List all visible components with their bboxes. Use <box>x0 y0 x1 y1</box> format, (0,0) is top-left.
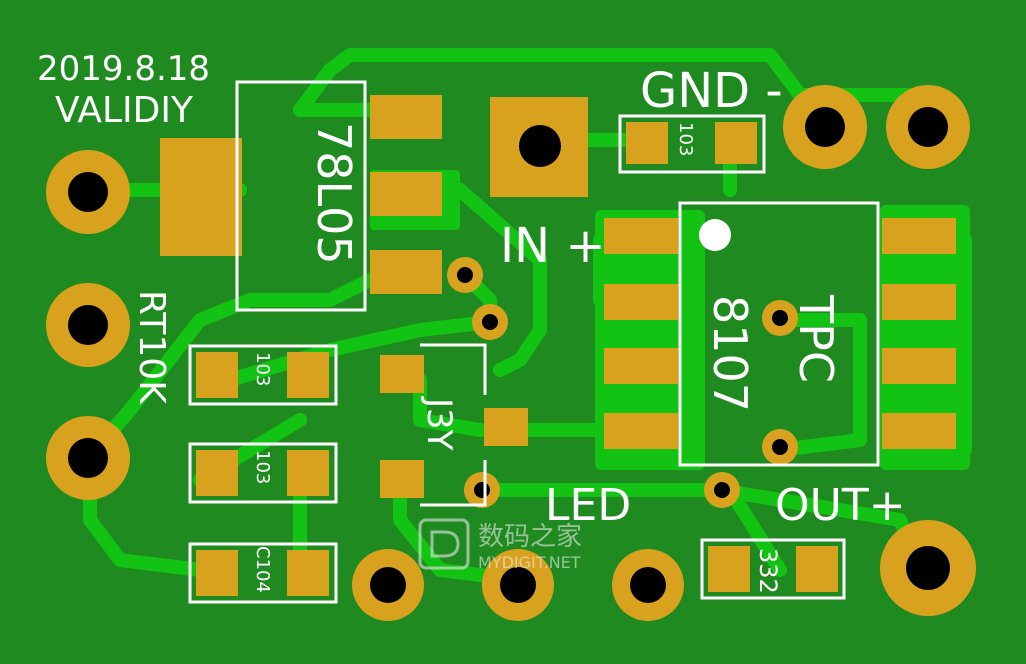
regulator-pin-1 <box>370 95 442 139</box>
pad-out <box>880 520 976 616</box>
through-hole-pads <box>46 85 976 621</box>
cap-pad-2 <box>287 550 329 596</box>
pad-left-1 <box>46 150 130 234</box>
pad-bottom-1 <box>352 549 424 621</box>
ic-pin-2 <box>604 284 678 320</box>
pad-in-square <box>490 97 588 197</box>
label-led: LED <box>545 480 631 531</box>
label-in-plus: IN + <box>500 218 606 274</box>
r2-pad-2 <box>287 450 329 496</box>
ic-pin-7 <box>882 284 956 320</box>
label-r1: 103 <box>252 352 273 386</box>
label-gnd: GND - <box>640 63 783 119</box>
label-ic-line1: TPC <box>789 294 843 383</box>
via-6 <box>762 429 798 465</box>
cap-pad-1 <box>196 550 238 596</box>
j3y-outline-top <box>420 343 487 395</box>
r1-pad-1 <box>196 352 238 398</box>
r1-outline <box>188 344 338 406</box>
label-r-out: 332 <box>754 548 782 594</box>
board-author: VALIDIY <box>55 90 194 131</box>
label-regulator: 78L05 <box>307 122 361 265</box>
ic-pin-4 <box>604 413 678 449</box>
label-r-top: 103 <box>675 122 696 156</box>
via-3 <box>464 472 500 508</box>
r2-pad-1 <box>196 450 238 496</box>
r-top-outline <box>618 114 766 174</box>
pad-bottom-2 <box>482 549 554 621</box>
r-out-pad-1 <box>708 546 750 592</box>
smd-pads <box>160 95 956 596</box>
watermark-brand: 数码之家 <box>478 522 582 552</box>
copper-pours <box>370 170 970 470</box>
ic-pin-3 <box>604 348 678 384</box>
label-cap: C104 <box>252 546 273 593</box>
pad-left-2 <box>46 283 130 367</box>
regulator-pin-3 <box>370 250 442 294</box>
regulator-outline <box>235 80 367 312</box>
r-top-pad-1 <box>626 122 668 164</box>
r2-outline <box>188 442 338 504</box>
via-1 <box>447 257 483 293</box>
r1-pad-2 <box>287 352 329 398</box>
label-r2: 103 <box>252 450 273 484</box>
j3y-pad-2 <box>380 460 424 498</box>
regulator-tab-pad <box>160 138 242 256</box>
via-5 <box>762 300 798 336</box>
ic-pin-8 <box>882 218 956 254</box>
pad-gnd-2 <box>886 85 970 169</box>
ic-pin1-dot <box>699 219 731 251</box>
via-4 <box>704 472 740 508</box>
regulator-pin-2 <box>370 172 442 216</box>
via-2 <box>472 304 508 340</box>
j3y-pad-3 <box>484 408 528 446</box>
r-top-pad-2 <box>715 122 757 164</box>
r-out-pad-2 <box>796 546 838 592</box>
label-out-plus: OUT+ <box>775 480 906 531</box>
pad-bottom-3 <box>612 549 684 621</box>
silkscreen-outlines <box>188 80 880 604</box>
r-out-outline <box>700 538 846 600</box>
ic-pin-1 <box>604 218 678 254</box>
ic-pin-5 <box>882 413 956 449</box>
watermark: 数码之家 MYDIGIT.NET <box>418 518 582 572</box>
watermark-logo <box>418 518 470 570</box>
pad-gnd-1 <box>783 85 867 169</box>
watermark-site: MYDIGIT.NET <box>478 553 581 572</box>
ic-pin-6 <box>882 348 956 384</box>
label-j3y: J3Y <box>419 396 459 451</box>
j3y-outline-bottom <box>420 460 487 507</box>
board-date: 2019.8.18 <box>37 49 210 89</box>
cap-outline <box>188 542 338 604</box>
vias <box>447 257 798 508</box>
label-rt: RT10K <box>131 290 172 405</box>
pad-left-3 <box>46 416 130 500</box>
label-ic-line2: 8107 <box>703 295 757 412</box>
ic-outline <box>678 201 880 467</box>
j3y-pad-1 <box>380 355 424 393</box>
